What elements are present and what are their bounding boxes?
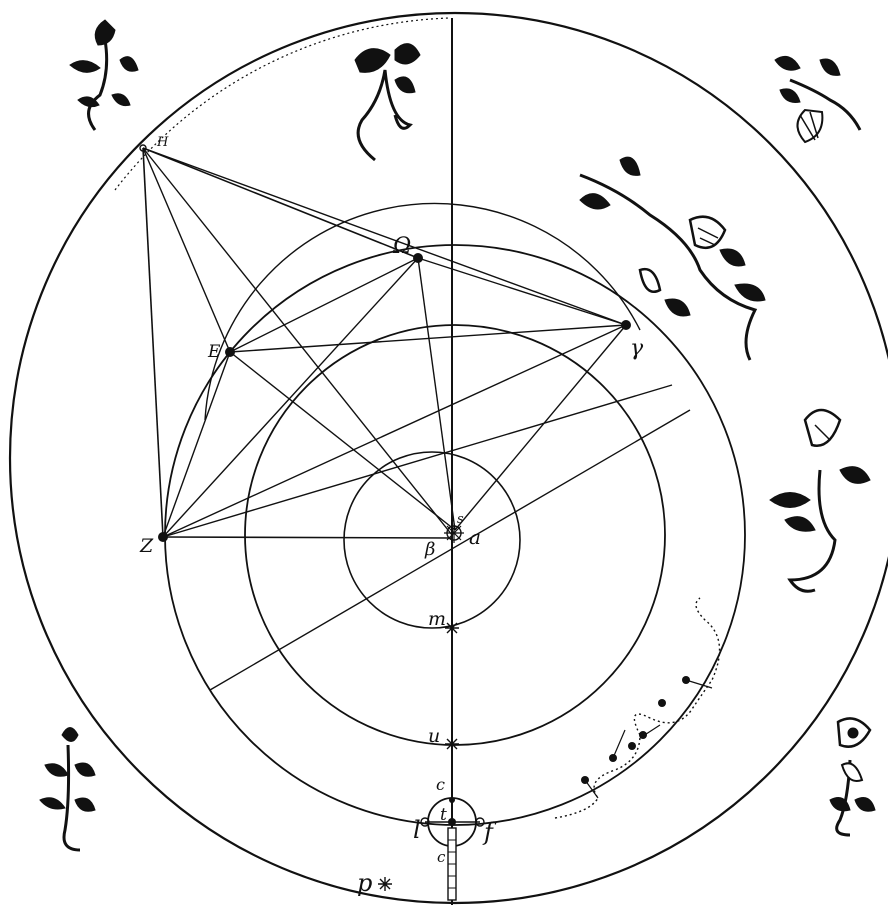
retro-dot-5 — [658, 699, 666, 707]
retrograde-path — [555, 598, 720, 818]
point-c-top — [449, 797, 455, 803]
label-c-bottom: c — [437, 848, 446, 866]
flower-top-left — [70, 20, 138, 130]
dotted-arc — [115, 18, 450, 190]
point-m — [445, 621, 459, 635]
retro-dot-6 — [682, 676, 690, 684]
label-beta: β — [424, 539, 435, 560]
diagonal-left — [163, 385, 672, 537]
label-c-top: c — [436, 775, 445, 794]
point-omega — [413, 253, 423, 263]
line-E-Z — [163, 352, 230, 537]
flower-top-right — [775, 56, 860, 142]
flower-right — [770, 410, 870, 591]
orbit-middle — [245, 325, 665, 745]
point-u — [445, 737, 459, 751]
line-H-E — [143, 148, 230, 352]
line-H-sun — [143, 148, 452, 535]
label-p: p — [357, 869, 372, 897]
retro-dot-4 — [639, 731, 647, 739]
line-omega-Z — [163, 258, 418, 537]
line-gamma-sun — [455, 325, 626, 530]
label-l: l — [413, 816, 421, 844]
point-p — [378, 877, 392, 891]
label-u: u — [428, 725, 440, 747]
label-gamma: γ — [630, 336, 644, 361]
label-Z: Ζ — [139, 535, 154, 557]
line-H-omega — [143, 148, 418, 258]
label-E: Ε — [207, 342, 221, 362]
line-H-Z — [143, 148, 163, 537]
line-omega-sun — [418, 258, 455, 530]
point-gamma — [621, 320, 631, 330]
point-Z — [158, 532, 168, 542]
point-t — [448, 818, 456, 826]
orbit-large — [165, 245, 745, 825]
outer-circle — [10, 13, 888, 903]
label-t: t — [440, 805, 447, 825]
flower-bottom-right — [830, 718, 875, 835]
retro-dot-2 — [609, 754, 617, 762]
label-s: s — [457, 512, 464, 527]
line-gamma-Z — [163, 325, 626, 537]
point-E — [225, 347, 235, 357]
label-m: m — [428, 608, 446, 630]
line-omega-E — [230, 258, 418, 352]
label-H: H — [156, 135, 169, 150]
retro-dot-3 — [628, 742, 636, 750]
label-a: a — [469, 525, 481, 549]
flower-upper-right — [580, 157, 765, 360]
flower-top-center — [355, 44, 420, 160]
retro-dot-1 — [581, 776, 589, 784]
line-E-sun — [230, 352, 455, 530]
flower-bottom-left — [40, 728, 95, 851]
line-Z-sun — [163, 537, 452, 538]
label-omega: Ω — [392, 234, 411, 259]
